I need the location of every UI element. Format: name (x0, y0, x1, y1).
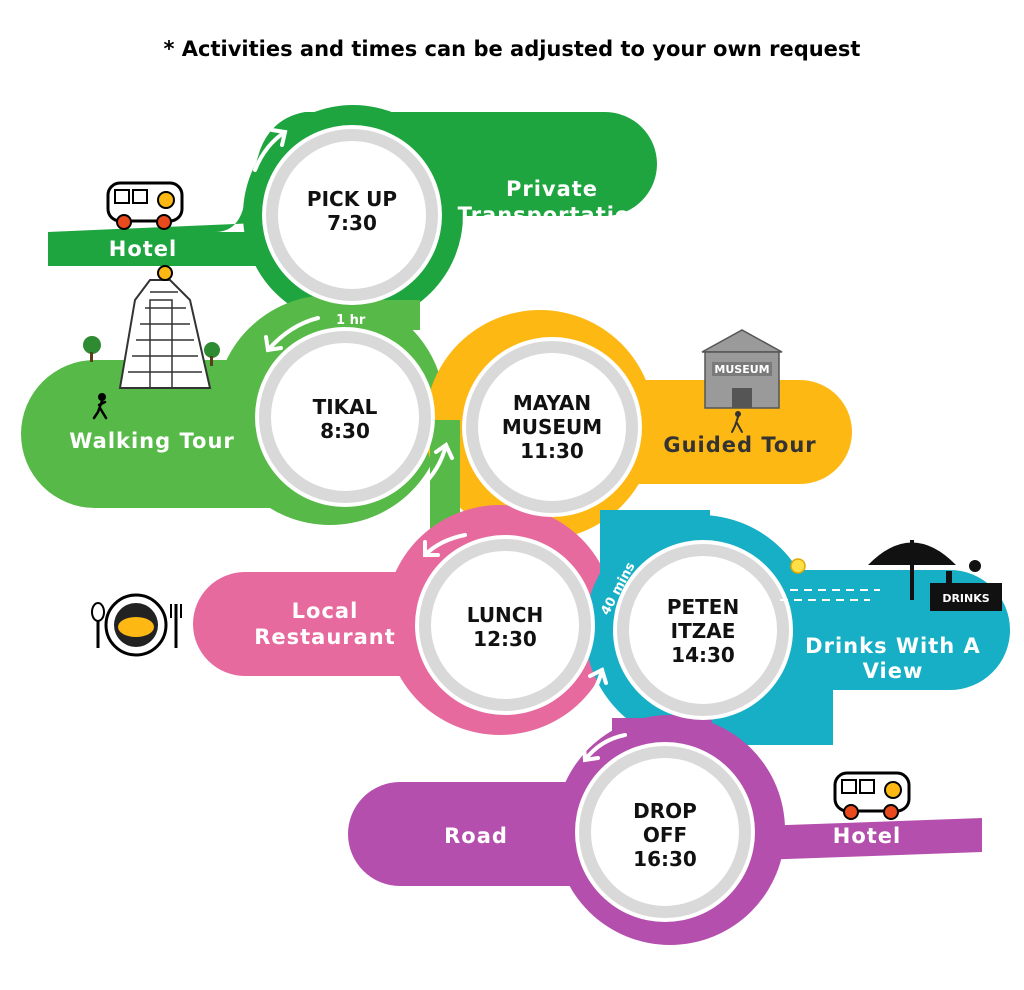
stop-peten-name-2: ITZAE (671, 619, 736, 643)
label-guided-tour: Guided Tour (663, 433, 816, 457)
water-lines (780, 589, 880, 601)
label-private-transport-1: Private (506, 177, 598, 201)
hiker-icon (92, 393, 108, 420)
stop-dropoff-name-2: OFF (643, 823, 687, 847)
stop-museum-name-1: MAYAN (513, 391, 591, 415)
stop-pickup: PICK UP 7:30 (262, 125, 442, 305)
stop-mayan-museum: MAYAN MUSEUM 11:30 (462, 337, 642, 517)
stop-lunch-name: LUNCH (467, 603, 543, 627)
bus-icon (106, 181, 184, 230)
stop-drop-off: DROP OFF 16:30 (575, 742, 755, 922)
hiker-icon (731, 411, 743, 433)
drinks-bar-icon: DRINKS (930, 560, 1002, 611)
stop-pickup-time: 7:30 (327, 211, 377, 235)
label-private-transport-2: Transportation (458, 203, 647, 227)
stop-dropoff-time: 16:30 (633, 847, 697, 871)
label-drinks-view-2: View (863, 659, 924, 683)
arrow-icon (418, 441, 454, 490)
museum-sign: MUSEUM (714, 363, 769, 376)
stop-tikal-time: 8:30 (320, 419, 370, 443)
stop-peten-itzae: PETEN ITZAE 14:30 (613, 540, 793, 720)
tree-icon (83, 336, 220, 366)
museum-building-icon: MUSEUM (701, 329, 783, 409)
stop-peten-name-1: PETEN (667, 595, 739, 619)
arrow-icon (253, 128, 288, 172)
label-local-restaurant-1: Local (292, 599, 359, 623)
label-road: Road (444, 824, 508, 848)
stop-tikal-name: TIKAL (313, 395, 378, 419)
stop-museum-time: 11:30 (520, 439, 584, 463)
stop-peten-time: 14:30 (671, 643, 735, 667)
label-hotel-start: Hotel (109, 237, 177, 261)
stop-pickup-name: PICK UP (307, 187, 397, 211)
label-hotel-end: Hotel (833, 824, 901, 848)
arrow-icon (582, 733, 627, 763)
bus-icon (833, 771, 911, 820)
label-drinks-view-1: Drinks With A (805, 634, 981, 658)
stop-museum-name-2: MUSEUM (502, 415, 602, 439)
umbrella-icon (868, 540, 956, 600)
stop-lunch-time: 12:30 (473, 627, 537, 651)
plate-icon (104, 593, 168, 657)
duration-tikal-leg: 1 hr (336, 313, 366, 328)
arrow-icon (423, 533, 467, 557)
drinks-sign: DRINKS (942, 592, 989, 605)
stop-dropoff-name-1: DROP (633, 799, 697, 823)
sun-icon (790, 558, 806, 574)
spoon-icon (91, 602, 105, 648)
adjustment-note: * Activities and times can be adjusted t… (164, 37, 861, 61)
label-walking-tour: Walking Tour (69, 429, 235, 453)
arrow-icon (264, 316, 320, 353)
fork-icon (170, 604, 182, 648)
arrow-icon (576, 667, 608, 712)
label-local-restaurant-2: Restaurant (254, 625, 396, 649)
stop-tikal: TIKAL 8:30 (255, 327, 435, 507)
stop-lunch: LUNCH 12:30 (415, 535, 595, 715)
pyramid-icon (118, 265, 212, 389)
